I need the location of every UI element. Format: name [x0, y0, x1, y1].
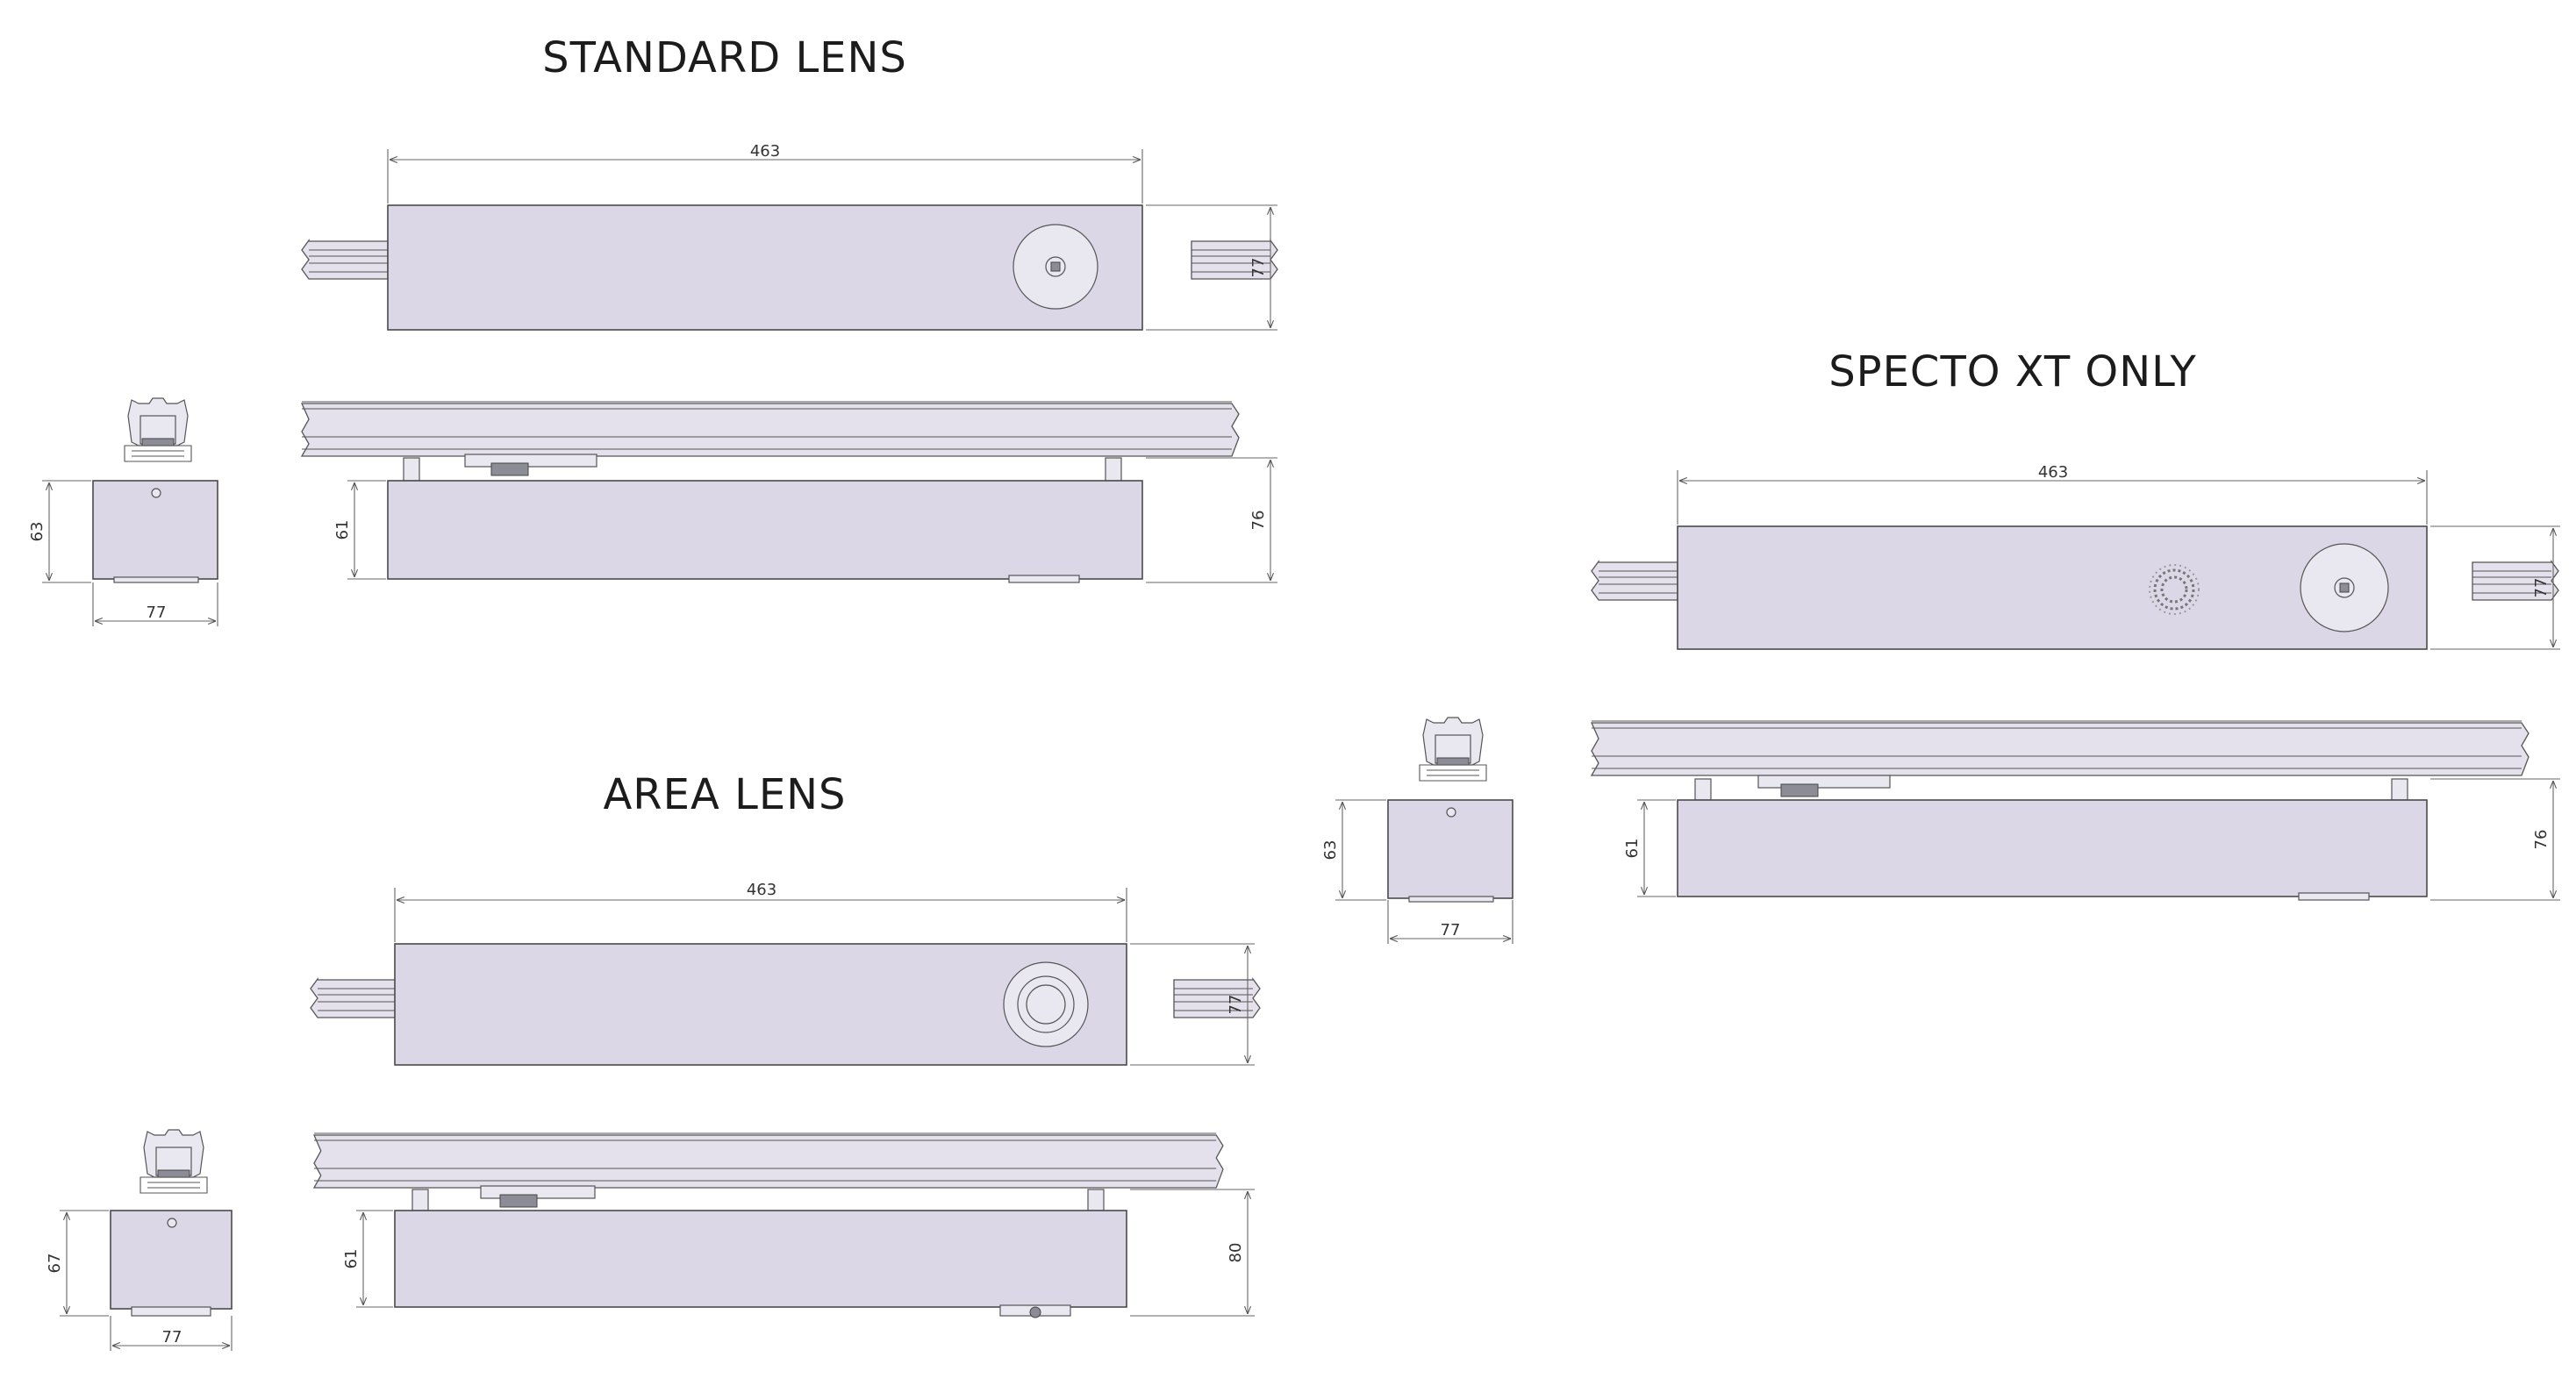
specto-title: SPECTO XT ONLY [1828, 347, 2197, 396]
area-lens-title: AREA LENS [603, 770, 846, 819]
standard-side-body [387, 480, 1143, 580]
area-dim-end-width: 77 [162, 1328, 182, 1347]
specto-dim-end-width: 77 [1441, 921, 1461, 939]
standard-dim-end-height: 63 [28, 522, 47, 542]
area-end-view: 67 77 [46, 1129, 233, 1351]
standard-dim-height: 77 [1249, 258, 1268, 278]
specto-top-view: 463 77 [1591, 463, 2560, 650]
area-dim-end-height: 67 [46, 1254, 64, 1274]
area-side-body [394, 1210, 1127, 1308]
sensor-grille-icon [2149, 564, 2200, 615]
specto-dim-side-total: 76 [2532, 830, 2551, 850]
area-top-view: 463 77 [310, 881, 1261, 1066]
specto-dim-height: 77 [2532, 578, 2551, 598]
area-lens-section: AREA LENS 463 77 [46, 770, 1261, 1351]
specto-side-body [1677, 799, 2428, 897]
specto-end-view: 63 77 [1321, 717, 1513, 944]
standard-dim-side-total: 76 [1249, 511, 1268, 531]
standard-side-view: 61 76 [301, 401, 1277, 583]
standard-lens-section: STANDARD LENS 463 77 [28, 33, 1278, 626]
specto-dim-end-height: 63 [1321, 840, 1340, 861]
standard-lens-title: STANDARD LENS [542, 33, 907, 82]
standard-dim-length: 463 [750, 142, 780, 161]
standard-top-view: 463 77 [301, 142, 1278, 331]
standard-end-view: 63 77 [28, 397, 218, 626]
area-side-view: 61 80 [313, 1132, 1255, 1318]
area-dim-height: 77 [1227, 995, 1245, 1015]
area-dim-side-body: 61 [342, 1249, 361, 1269]
specto-side-view: 61 76 [1591, 720, 2560, 901]
specto-dim-side-body: 61 [1623, 839, 1642, 859]
standard-dim-side-body: 61 [333, 520, 352, 540]
area-dim-length: 463 [747, 881, 776, 899]
specto-dim-length: 463 [2038, 463, 2068, 482]
specto-section: SPECTO XT ONLY 463 77 [1321, 347, 2560, 944]
standard-dim-end-width: 77 [147, 604, 167, 622]
area-dim-side-total: 80 [1227, 1243, 1245, 1263]
